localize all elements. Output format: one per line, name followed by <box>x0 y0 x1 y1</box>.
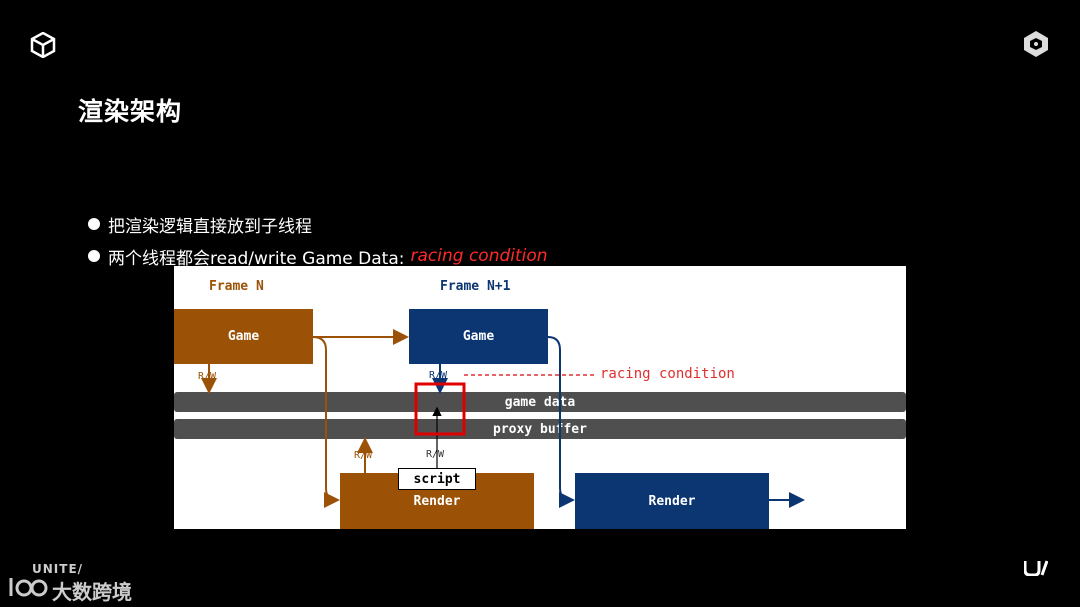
unity-cube-icon <box>1024 31 1048 57</box>
render-architecture-diagram: Frame N Frame N+1 game data proxy buffer… <box>174 266 906 529</box>
brand-name: 大数跨境 <box>52 580 132 604</box>
game-to-render-n1-arrow <box>547 336 575 508</box>
frame-n-label: Frame N <box>209 279 264 294</box>
rw-label: R/W <box>354 450 373 461</box>
bullet-list: 把渲染逻辑直接放到子线程 两个线程都会read/write Game Data:… <box>88 208 548 272</box>
rw-label: R/W <box>429 370 448 381</box>
game-data-bar: game data <box>174 392 906 412</box>
rw-label: R/W <box>198 371 217 382</box>
game-box-frame-n: Game <box>174 309 313 364</box>
frame-n1-label: Frame N+1 <box>440 279 511 294</box>
bullet-dot-icon <box>88 250 100 262</box>
bullet-item: 两个线程都会read/write Game Data: racing condi… <box>88 240 548 272</box>
bullet-dot-icon <box>88 218 100 230</box>
render-box-frame-n1: Render <box>575 473 769 529</box>
rw-label: R/W <box>426 449 445 460</box>
unite-logo-icon <box>9 578 48 597</box>
diagram-connectors <box>201 329 805 508</box>
script-box: script <box>398 468 476 490</box>
unity-logo-icon <box>30 32 56 58</box>
proxy-buffer-bar: proxy buffer <box>174 419 906 439</box>
racing-highlight-box <box>414 382 466 436</box>
bullet-item: 把渲染逻辑直接放到子线程 <box>88 208 548 240</box>
unite-branding: UNITE/ 大数跨境 <box>8 562 148 604</box>
bullet-text: 两个线程都会read/write Game Data: <box>108 248 405 269</box>
racing-highlight: racing condition <box>410 246 548 266</box>
unity-mark-icon <box>1024 560 1048 576</box>
slide-title: 渲染架构 <box>78 97 183 126</box>
game-to-render-arrow <box>312 336 340 508</box>
game-box-frame-n1: Game <box>409 309 548 364</box>
bullet-text: 把渲染逻辑直接放到子线程 <box>108 216 312 237</box>
unite-text: UNITE/ <box>32 562 84 576</box>
racing-condition-label: racing condition <box>600 366 735 382</box>
